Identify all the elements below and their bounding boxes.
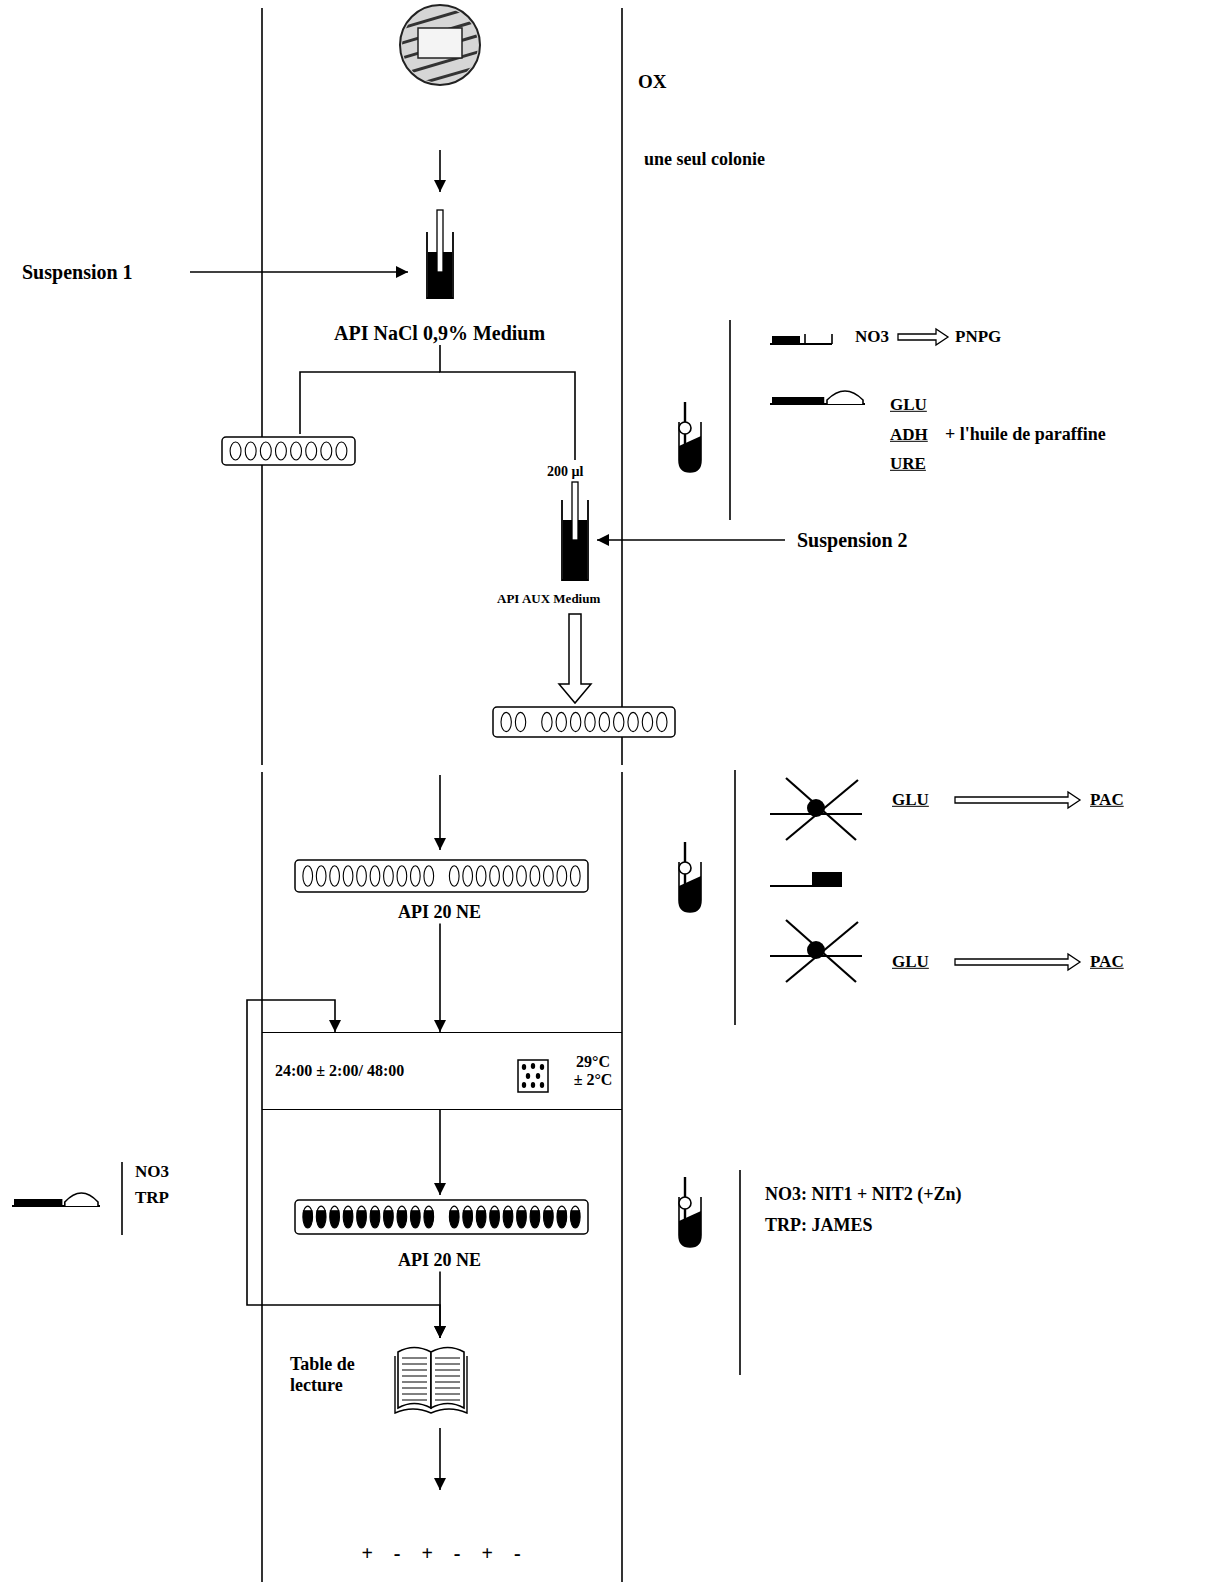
branch-line (300, 372, 440, 434)
bracket-line (734, 770, 736, 1025)
strip-caption: API 20 NE (398, 902, 481, 924)
incubation-band: 24:00 ± 2:00/ 48:00 29°C ± 2°C (262, 1032, 622, 1110)
test-strip (493, 707, 675, 737)
test-name: PAC (1090, 790, 1124, 810)
strip-caption: API 20 NE (398, 1250, 481, 1272)
suspension-step: API NaCl 0,9% Medium (334, 205, 545, 345)
hollow-arrow (559, 614, 591, 703)
test-name: PAC (1090, 952, 1124, 972)
crossed-cupule (770, 778, 862, 840)
humidity-icon (518, 1060, 548, 1092)
table-caption: Table de lecture (290, 1354, 385, 1395)
cupule-icon (12, 1193, 100, 1206)
medium-caption: API AUX Medium (497, 591, 600, 607)
hollow-arrow (898, 329, 948, 345)
reading-table: Table de lecture (285, 1338, 470, 1418)
hollow-arrow (955, 954, 1080, 970)
incubation-time: 24:00 ± 2:00/ 48:00 (275, 1061, 404, 1080)
column-line (621, 8, 623, 765)
flow-arrow (439, 150, 441, 192)
test-strip (295, 860, 588, 892)
test-name: ADH (890, 425, 928, 445)
test-name: NO3 (855, 327, 889, 347)
hollow-arrow (955, 792, 1080, 808)
book-icon (395, 1348, 467, 1414)
bracket-line (739, 1170, 741, 1375)
leader-arrow (597, 539, 785, 541)
test-name: GLU (892, 952, 929, 972)
strip-step: API 20 NE (398, 1195, 481, 1272)
flow-arrow (439, 1428, 441, 1490)
crossed-cupule (770, 920, 862, 982)
cupule-icon (770, 391, 865, 404)
test-name: GLU (890, 395, 927, 415)
flow-connector (439, 1110, 441, 1195)
volume-label: 200 µl (497, 464, 600, 481)
medium-caption: API NaCl 0,9% Medium (334, 321, 545, 345)
bracket-line (729, 320, 731, 520)
flow-connector (439, 924, 441, 1032)
cupule-icon (770, 334, 832, 344)
test-strip (222, 437, 355, 465)
pipette-icon (679, 402, 701, 472)
incubation-temperature: 29°C ± 2°C (572, 1053, 614, 1090)
column-line (621, 772, 623, 1582)
flow-connector (440, 345, 575, 460)
pipette-icon (679, 842, 701, 912)
test-strip (295, 1200, 588, 1234)
cupule-icon (770, 872, 842, 886)
bracket-line (121, 1162, 123, 1235)
test-name: PNPG (955, 327, 1001, 347)
suspension-step: 200 µl API AUX Medium (497, 460, 600, 606)
petri-dish (395, 5, 485, 88)
column-line (261, 8, 263, 765)
flow-connector (440, 606, 575, 850)
test-name: GLU (892, 790, 929, 810)
note-text: + l'huile de paraffine (945, 424, 1106, 446)
test-name: TRP (135, 1188, 169, 1208)
oxidase-label: OX (638, 71, 667, 94)
flow-connector (247, 1000, 440, 1338)
reagent-note: NO3: NIT1 + NIT2 (+Zn) (765, 1184, 962, 1206)
note-text: une seul colonie (644, 149, 765, 171)
result-profile: + - + - + - (361, 1541, 528, 1565)
test-name: NO3 (135, 1162, 169, 1182)
leader-arrow (190, 271, 408, 273)
pipette-icon (679, 1177, 701, 1247)
suspension-label: Suspension 1 (22, 260, 133, 284)
strip-step: API 20 NE (398, 850, 481, 924)
suspension-tube (562, 482, 588, 580)
suspension-tube (427, 210, 453, 298)
suspension-label: Suspension 2 (797, 528, 908, 552)
column-line (261, 772, 263, 1582)
reagent-note: TRP: JAMES (765, 1215, 873, 1237)
test-name: URE (890, 454, 926, 474)
